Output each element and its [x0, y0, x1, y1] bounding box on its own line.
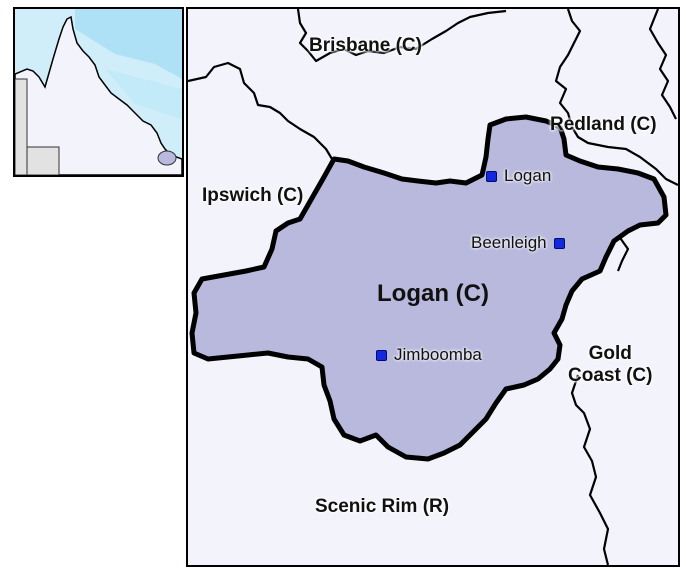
town-marker: [486, 170, 497, 182]
town-label: Logan: [504, 166, 552, 185]
sea-shading-2: [105, 69, 182, 119]
locator-marker: [157, 150, 177, 166]
inset-map-graphic: [15, 9, 182, 175]
boundary-redland-east: [648, 9, 677, 120]
queensland-land: [15, 15, 182, 175]
boundary-brisbane-ipswich: [188, 61, 333, 160]
neighbour-territory-area: [15, 78, 28, 175]
town-marker: [553, 237, 565, 249]
main-map-graphic: [188, 9, 678, 565]
town-label: Jimboomba: [394, 345, 482, 364]
boundary-gold-coast-north: [616, 234, 630, 272]
town-label: Beenleigh: [471, 233, 547, 252]
town-jimboomba: Jimboomba: [376, 345, 482, 365]
sea-shading: [75, 9, 182, 79]
town-beenleigh: Beenleigh: [471, 233, 565, 253]
inset-locator-map: [13, 7, 184, 177]
town-logan: Logan: [486, 166, 551, 186]
boundary-gold-coast: [570, 374, 610, 565]
main-map: Brisbane (C) Redland (C) Ipswich (C) Gol…: [186, 7, 680, 567]
boundary-brisbane-north: [296, 9, 507, 63]
label-scenic-rim: Scenic Rim (R): [315, 496, 450, 517]
boundary-redland: [554, 9, 678, 186]
label-logan-region: Logan (C): [377, 280, 489, 307]
label-gold-coast: Gold Coast (C): [568, 343, 653, 386]
neighbour-boundaries: [188, 9, 678, 565]
label-brisbane: Brisbane (C): [309, 35, 422, 56]
focus-region-logan: [189, 114, 669, 462]
town-marker: [376, 349, 387, 361]
label-ipswich: Ipswich (C): [202, 185, 304, 206]
label-redland: Redland (C): [550, 114, 657, 135]
